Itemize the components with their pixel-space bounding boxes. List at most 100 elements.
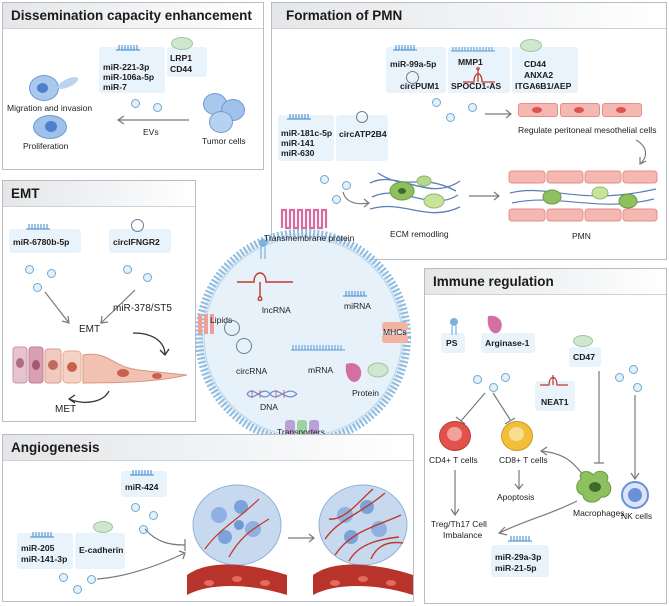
mrna-icon (291, 345, 345, 351)
arrow-to-ecm (342, 191, 370, 208)
label-transporters: Transporters (277, 427, 325, 437)
callout-text: E-cadherin (79, 545, 124, 555)
ev-icon (473, 375, 482, 384)
label-evs: EVs (143, 127, 159, 137)
panel-title: EMT (11, 186, 40, 201)
transmembrane-protein-icon (280, 208, 328, 230)
ps-lipid-icon (259, 239, 267, 259)
panel-header (272, 3, 666, 29)
lncrna-icon (237, 272, 293, 302)
dna-icon (246, 390, 298, 398)
panel-header (3, 181, 195, 207)
label-proliferation: Proliferation (23, 141, 69, 151)
label-tumor-cells: Tumor cells (202, 136, 246, 146)
callout-mirna-2: miR-181c-5p miR-141 miR-630 (278, 115, 334, 161)
mirna-icon (116, 45, 140, 51)
migration-tail-icon (56, 74, 80, 92)
ev-icon (489, 383, 498, 392)
label-mirna: miRNA (344, 301, 371, 311)
label-emt: EMT (79, 324, 101, 335)
label-mrna: mRNA (308, 365, 334, 375)
ev-icon (73, 585, 82, 594)
callout-text: miR-424 (125, 482, 159, 492)
arrow-promote-angio (96, 550, 186, 580)
lipids-icon (198, 314, 214, 334)
callout-text: miR-630 (281, 148, 315, 158)
ev-icon (629, 365, 638, 374)
arrow-cd8-apoptosis (514, 470, 524, 490)
ev-icon (33, 283, 42, 292)
tumor-vessel-icon (187, 484, 287, 595)
arrow-circ-to-emt (100, 289, 136, 324)
ev-icon (320, 175, 329, 184)
ev-icon (123, 265, 132, 274)
callout-text: miR-29a-3p (495, 552, 542, 562)
label-nk: NK cells (621, 511, 653, 521)
label-regulate: Regulate peritoneal mesothelial cells (518, 125, 657, 135)
mirna-icon (508, 536, 532, 542)
mesothelial-nucleus (574, 107, 584, 113)
macrophage-icon (576, 470, 612, 503)
mrna-icon (451, 47, 495, 52)
mesothelial-nucleus (616, 107, 626, 113)
ev-icon (332, 195, 341, 204)
label-pmn: PMN (572, 231, 591, 241)
ev-icon (59, 573, 68, 582)
arrow-met-curve (67, 390, 110, 404)
callout-text: miR-99a-5p (390, 59, 437, 69)
ps-lipid-icon (450, 318, 458, 335)
callout-text: miR-141 (281, 138, 315, 148)
label-lipids: Lipids (210, 315, 233, 325)
label-lncrna: lncRNA (262, 305, 291, 315)
panel-header (3, 435, 413, 461)
protein-icon (520, 39, 542, 52)
ev-icon (468, 103, 477, 112)
arrow-ecm-to-pmn (469, 191, 500, 201)
callout-mirna: miR-6780b-5p (9, 229, 81, 253)
emt-cells-icon (12, 346, 188, 384)
arrow-emt-curve (132, 332, 170, 357)
mirna-icon (393, 45, 417, 51)
arrow-to-nk (630, 395, 640, 481)
callout-text: miR-221-3p (103, 62, 150, 72)
circrna-icon (236, 338, 252, 354)
ev-icon (143, 273, 152, 282)
panel-header (425, 269, 666, 295)
lncrna-icon (540, 375, 568, 386)
callout-text: miR-21-5p (495, 563, 537, 573)
arrow-to-pmn (635, 139, 647, 165)
protein-icon (345, 362, 389, 382)
label-transmembrane: Transmembrane protein (264, 233, 355, 243)
proliferation-nucleus (45, 121, 57, 132)
protein-icon (93, 521, 113, 533)
label-dna: DNA (260, 402, 278, 412)
callout-text: miR-205 (21, 543, 55, 553)
label-cd8: CD8+ T cells (499, 455, 548, 465)
arrow-mac-to-treg (497, 500, 578, 536)
panel-title: Angiogenesis (11, 440, 100, 455)
callout-neat1: NEAT1 (535, 381, 575, 411)
callout-protein: LRP1 CD44 (167, 47, 207, 77)
panel-title: Formation of PMN (286, 8, 403, 23)
panel-header (3, 3, 263, 29)
mirna-icon (287, 114, 311, 120)
arrow-arg-to-cd8 (492, 392, 516, 425)
label-treg-1: Treg/Th17 Cell (431, 519, 487, 529)
nk-nucleus (628, 488, 642, 502)
callout-circrna: circIFNGR2 (109, 229, 171, 253)
label-cd4: CD4+ T cells (429, 455, 478, 465)
inhibit-cd47 (594, 371, 604, 464)
ecm-fibers-icon (369, 172, 461, 214)
ev-icon (633, 383, 642, 392)
callout-mirna: miR-205 miR-141-3p (17, 533, 73, 569)
label-treg-2: Imbalance (443, 530, 483, 540)
circrna-icon (131, 219, 144, 232)
tumor-cell-icon (209, 111, 233, 133)
callout-text: miR-6780b-5p (13, 237, 70, 247)
callout-mirna: miR-29a-3p miR-21-5p (491, 545, 549, 577)
callout-text: CD47 (573, 352, 595, 362)
callout-mirna: miR-99a-5p circPUM1 (386, 47, 446, 93)
cd8-nucleus (509, 427, 524, 441)
cd4-nucleus (447, 427, 462, 441)
callout-text: miR-181c-5p (281, 128, 333, 138)
